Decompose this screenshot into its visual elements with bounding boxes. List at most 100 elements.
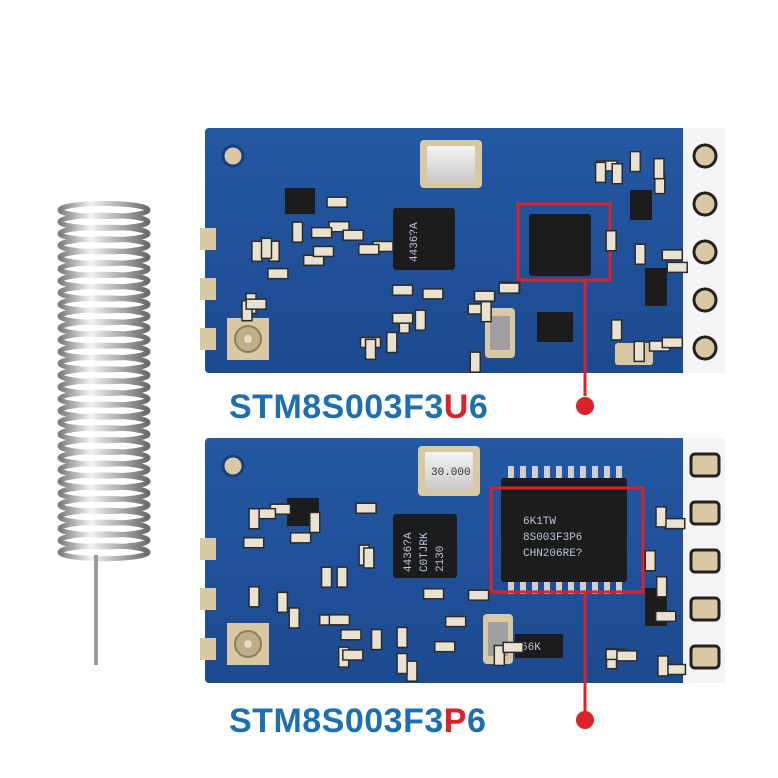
chip-label-top: STM8S003F3U6 <box>229 388 488 427</box>
mount-hole <box>221 144 245 168</box>
smd-component <box>245 298 267 310</box>
smd-component <box>444 615 467 628</box>
smd-component <box>288 607 300 629</box>
smd-component <box>391 312 414 324</box>
smd-component <box>391 284 414 296</box>
smd-component <box>434 640 456 653</box>
smd-component <box>657 655 669 677</box>
smd-component <box>664 517 686 530</box>
smd-component <box>328 220 350 233</box>
crystal-oscillator: 30.000 <box>418 446 480 496</box>
smd-component <box>260 237 273 260</box>
smd-component <box>396 652 408 675</box>
smd-component <box>502 641 524 654</box>
smd-component <box>320 566 333 588</box>
chip-label-top-prefix: STM8S003F3 <box>229 388 444 426</box>
ic-pin <box>556 466 562 480</box>
smd-component <box>248 586 260 608</box>
ic-pin <box>508 580 514 594</box>
smd-component <box>634 243 646 266</box>
smd-component <box>654 610 677 623</box>
smd-component <box>655 576 668 598</box>
ic-pin <box>520 466 526 480</box>
antenna-wire <box>94 555 98 665</box>
pointer-dot-top <box>576 397 594 415</box>
smd-component <box>414 309 427 331</box>
mcu-line-1: 6K1TW <box>523 516 556 528</box>
smd-component <box>340 629 362 641</box>
smd-component <box>370 628 383 651</box>
mount-hole <box>221 454 245 478</box>
rf-chip-line-3: 2130 <box>435 546 447 572</box>
smd-component <box>493 644 506 667</box>
smd-component <box>406 660 418 682</box>
module-bottom: 30.000 4436?A C0TJRK 2130 6K1TW 8S003F3P… <box>200 438 725 715</box>
chip-label-bottom-suffix: 6 <box>466 702 487 740</box>
ic-pin <box>604 580 610 594</box>
ufl-connector <box>227 318 269 360</box>
smd-component <box>633 340 645 363</box>
small-ic-marking: 66K <box>521 642 541 654</box>
smd-component <box>276 591 289 614</box>
ic-pin <box>592 466 598 480</box>
pcb-board <box>205 128 725 373</box>
edge-pads <box>683 128 725 373</box>
ic-pin <box>592 580 598 594</box>
smd-component <box>661 249 684 261</box>
crystal-marking: 30.000 <box>431 467 471 479</box>
chip-label-top-highlight: U <box>443 388 469 426</box>
highlight-box-bottom <box>489 486 645 594</box>
pointer-dot-bottom <box>576 711 594 729</box>
smd-component <box>355 502 377 514</box>
rf-chip: 4436?A <box>393 208 455 270</box>
sot-chip <box>285 188 315 214</box>
smd-component <box>386 331 398 354</box>
smd-component <box>396 626 408 649</box>
mcu-chip: 6K1TW 8S003F3P6 CHN206RE? <box>501 466 627 594</box>
module-top: 4436?A <box>200 128 725 396</box>
spring-antenna <box>57 201 151 665</box>
chip-label-top-suffix: 6 <box>468 388 489 426</box>
rf-chip: 4436?A C0TJRK 2130 <box>393 514 457 578</box>
ic-pin <box>544 466 550 480</box>
smd-component <box>661 336 684 349</box>
rf-chip-line-2: C0TJRK <box>419 532 431 572</box>
mcu-line-3: CHN206RE? <box>523 548 582 560</box>
smd-component <box>358 243 380 256</box>
smd-component <box>616 650 638 662</box>
smd-component <box>242 536 265 549</box>
ic-pin <box>616 580 622 594</box>
ufl-connector <box>227 623 269 665</box>
crystal-oscillator <box>420 140 482 188</box>
chip-label-bottom-prefix: STM8S003F3 <box>229 702 444 740</box>
ic-pin <box>544 580 550 594</box>
mcu-line-2: 8S003F3P6 <box>523 532 582 544</box>
smd-component <box>655 506 667 528</box>
smd-component <box>467 589 490 601</box>
sot-chip <box>537 312 573 342</box>
edge-pads <box>683 438 725 683</box>
smd-component <box>289 532 312 544</box>
smd-component <box>629 150 642 173</box>
smd-component <box>342 229 364 241</box>
smd-component <box>605 229 617 252</box>
smd-component <box>251 240 263 263</box>
smd-component <box>498 282 520 294</box>
smd-component <box>666 261 688 274</box>
ic-pin <box>604 466 610 480</box>
ic-pin <box>556 580 562 594</box>
smd-component <box>336 566 348 588</box>
rf-chip-line-1: 4436?A <box>409 222 421 262</box>
chip-label-bottom-highlight: P <box>443 702 467 740</box>
smd-component <box>267 267 289 280</box>
smd-component <box>309 511 321 534</box>
smd-component <box>422 588 445 600</box>
smd-component <box>248 507 260 530</box>
ic-pin <box>580 466 586 480</box>
chip-label-bottom: STM8S003F3P6 <box>229 702 486 741</box>
sot-chip <box>630 190 652 220</box>
smd-component <box>310 226 333 239</box>
smd-component <box>644 549 657 572</box>
ic-pin <box>532 580 538 594</box>
